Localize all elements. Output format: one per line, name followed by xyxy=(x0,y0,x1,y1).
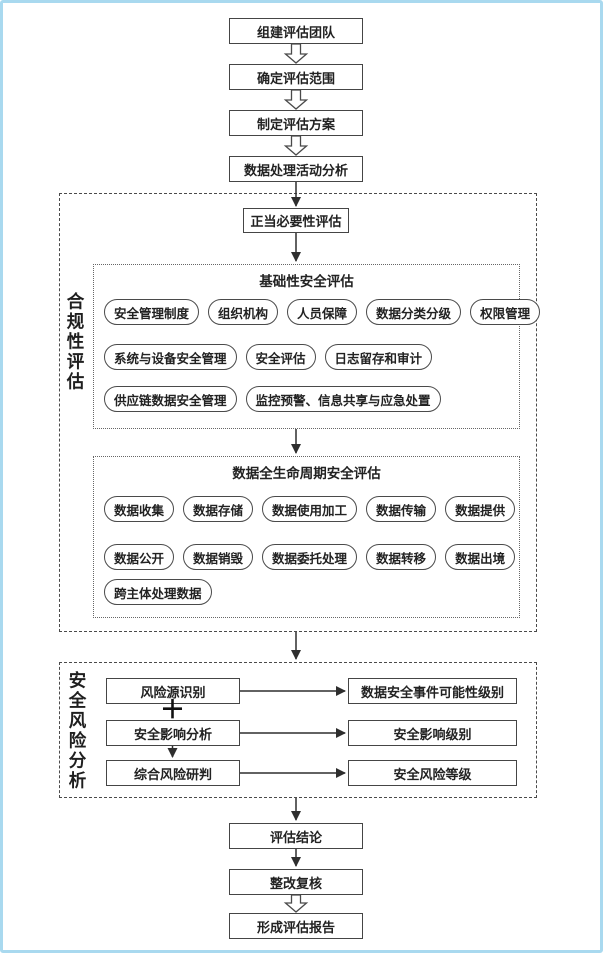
basic-pill-row-2: 系统与设备安全管理 安全评估 日志留存和审计 xyxy=(94,344,519,370)
security-risk-level: 安全风险等级 xyxy=(348,760,517,786)
basic-security-assessment-box: 基础性安全评估 安全管理制度 组织机构 人员保障 数据分类分级 权限管理 系统与… xyxy=(93,264,541,429)
pill-monitoring-warning-emergency: 监控预警、信息共享与应急处置 xyxy=(245,386,441,412)
risk-source-identification: 风险源识别 xyxy=(106,678,240,704)
step-form-assessment-team: 组建评估团队 xyxy=(229,18,363,44)
pill-data-transfer: 数据转移 xyxy=(366,544,437,570)
basic-pill-row-1: 安全管理制度 组织机构 人员保障 数据分类分级 权限管理 xyxy=(94,299,541,325)
lifecycle-security-title: 数据全生命周期安全评估 xyxy=(232,466,381,481)
step-assessment-conclusion: 评估结论 xyxy=(229,823,363,849)
pill-personnel-assurance: 人员保障 xyxy=(287,299,358,325)
pill-data-transmission: 数据传输 xyxy=(366,496,437,522)
pill-data-classification-grading: 数据分类分级 xyxy=(366,299,462,325)
pill-access-control: 权限管理 xyxy=(470,299,541,325)
step-define-scope: 确定评估范围 xyxy=(229,64,363,90)
entry-legitimacy-necessity-assessment: 正当必要性评估 xyxy=(243,208,349,233)
step-data-processing-analysis: 数据处理活动分析 xyxy=(229,156,363,182)
pill-security-management-system: 安全管理制度 xyxy=(104,299,200,325)
pill-log-retention-audit: 日志留存和审计 xyxy=(324,344,433,370)
lifecycle-security-assessment-box: 数据全生命周期安全评估 数据收集 数据存储 数据使用加工 数据传输 数据提供 数… xyxy=(93,456,520,618)
hollow-arrow-3 xyxy=(283,135,309,156)
plus-combinator: ＋ xyxy=(159,696,185,724)
compliance-side-label: 合规性评估 xyxy=(65,292,85,392)
pill-supply-chain-data-security: 供应链数据安全管理 xyxy=(104,386,237,412)
lifecycle-pill-row-3: 跨主体处理数据 xyxy=(94,579,519,605)
pill-data-cross-border: 数据出境 xyxy=(445,544,516,570)
risk-analysis-container xyxy=(59,662,537,798)
pill-data-entrusted-processing: 数据委托处理 xyxy=(262,544,358,570)
pill-data-collection: 数据收集 xyxy=(104,496,175,522)
hollow-arrow-4 xyxy=(283,894,309,913)
compliance-assessment-container xyxy=(59,193,537,632)
pill-data-disclosure: 数据公开 xyxy=(104,544,175,570)
step-develop-plan: 制定评估方案 xyxy=(229,110,363,136)
step-assessment-report: 形成评估报告 xyxy=(229,913,363,939)
risk-side-label: 安全风险分析 xyxy=(67,671,87,791)
pill-data-destruction: 数据销毁 xyxy=(183,544,254,570)
security-impact-level: 安全影响级别 xyxy=(348,720,517,746)
basic-pill-row-3: 供应链数据安全管理 监控预警、信息共享与应急处置 xyxy=(94,386,519,412)
incident-likelihood-level: 数据安全事件可能性级别 xyxy=(348,678,517,704)
lifecycle-pill-row-1: 数据收集 数据存储 数据使用加工 数据传输 数据提供 xyxy=(94,496,519,522)
pill-cross-entity-processing: 跨主体处理数据 xyxy=(104,579,212,605)
pill-security-assessment: 安全评估 xyxy=(245,344,316,370)
hollow-arrow-2 xyxy=(283,89,309,110)
pill-system-equipment-security: 系统与设备安全管理 xyxy=(104,344,237,370)
pill-organization-structure: 组织机构 xyxy=(208,299,279,325)
comprehensive-risk-judgment: 综合风险研判 xyxy=(106,760,240,786)
pill-data-storage: 数据存储 xyxy=(183,496,254,522)
pill-data-use-processing: 数据使用加工 xyxy=(262,496,358,522)
basic-security-title: 基础性安全评估 xyxy=(259,274,354,289)
pill-data-provision: 数据提供 xyxy=(445,496,516,522)
security-impact-analysis: 安全影响分析 xyxy=(106,720,240,746)
hollow-arrow-1 xyxy=(283,43,309,64)
lifecycle-pill-row-2: 数据公开 数据销毁 数据委托处理 数据转移 数据出境 xyxy=(94,544,519,570)
step-rectification-review: 整改复核 xyxy=(229,869,363,895)
